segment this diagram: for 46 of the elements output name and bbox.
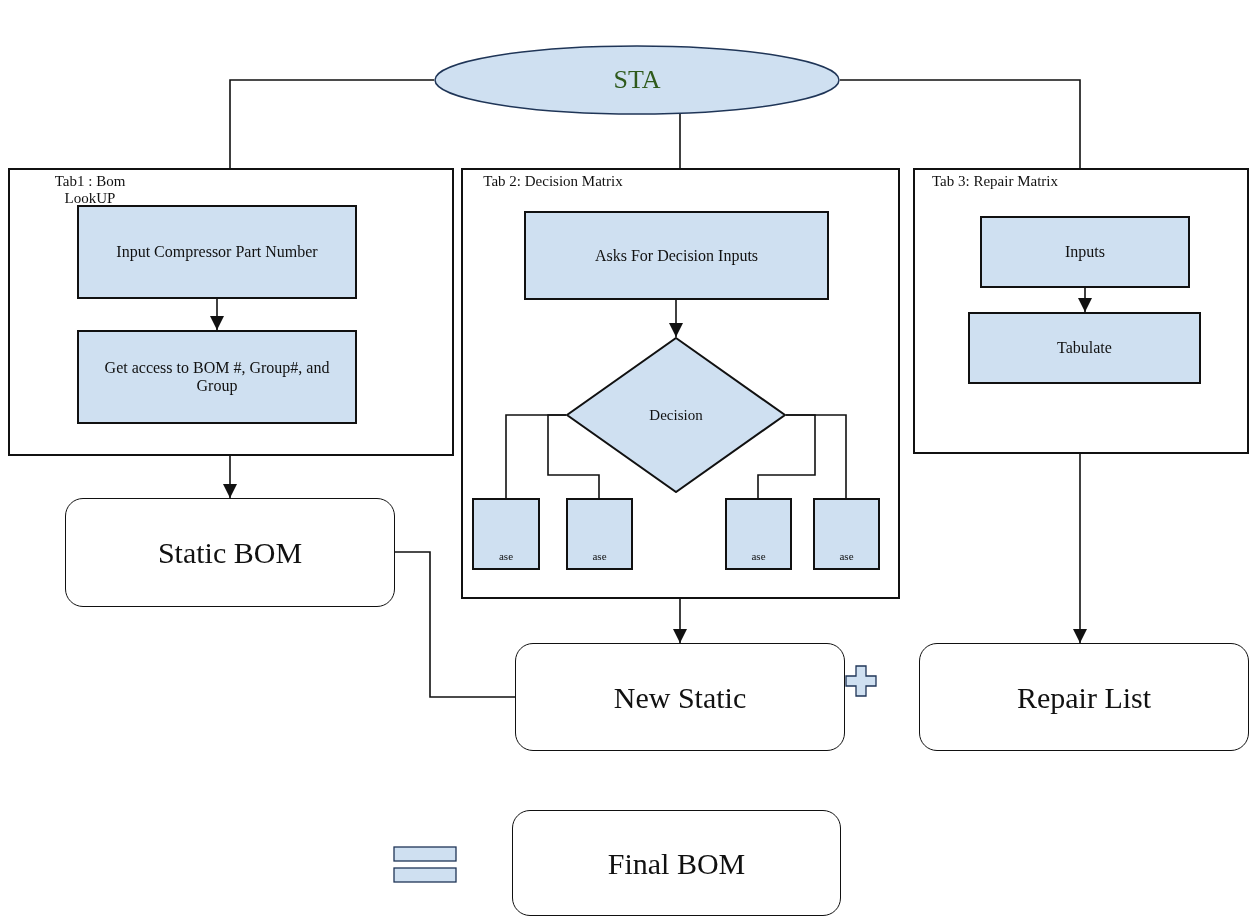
process-box [77,205,357,299]
rounded-box [512,810,841,916]
panel-heading: Tab 2: Decision Matrix [483,173,623,190]
tab-panel [461,168,900,599]
arrow [673,598,687,644]
box-label: New Static [613,680,747,714]
tab-panel [913,168,1249,454]
case-box [813,498,880,570]
arrow [1073,453,1087,644]
connector-line [757,414,816,499]
box-label: Asks For Decision Inputs [594,246,759,265]
box-label: Tabulate [1057,339,1112,357]
connector-line [394,551,516,698]
panel-heading: Tab 3: Repair Matrix [931,173,1059,190]
connector-line [785,414,847,499]
panel-heading: Tab1 : Bom LookUP [53,173,127,206]
process-box [968,312,1201,384]
box-label: Repair List [1016,680,1152,714]
arrow [210,298,224,331]
connector-line [839,79,1081,169]
connector-line [229,79,435,169]
rounded-box [65,498,395,607]
rounded-box [515,643,845,751]
box-label: ase [839,549,854,562]
box-label: STA [613,65,661,95]
case-box [566,498,633,570]
box-label: ase [592,549,607,562]
box-label: ase [751,549,766,562]
connector-line [547,414,600,499]
box-label: Input Compressor Part Number [116,243,318,261]
box-label: Static BOM [157,536,303,569]
case-box [472,498,540,570]
box-label: ase [498,549,513,562]
box-label: Final BOM [607,846,746,880]
process-box [524,211,829,300]
rounded-box [919,643,1249,751]
box-label: Inputs [1065,243,1105,261]
tab-panel [8,168,454,456]
arrow [669,299,683,338]
process-box [980,216,1190,288]
box-label: Decision [649,406,703,424]
arrow [1078,287,1092,313]
box-label: Get access to BOM #, Group#, and Group [103,359,331,395]
process-box [77,330,357,424]
arrow [223,455,237,499]
case-box [725,498,792,570]
